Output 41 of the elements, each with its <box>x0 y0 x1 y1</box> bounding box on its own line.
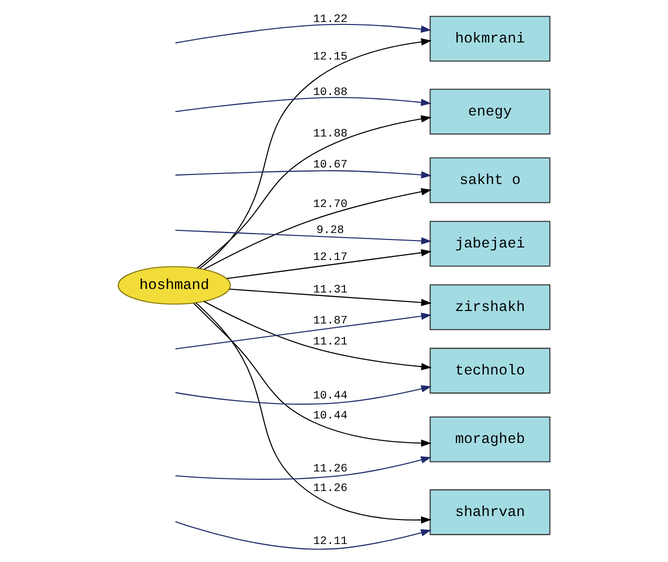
edge-label: 10.67 <box>313 158 348 172</box>
edge-label: 11.31 <box>313 283 348 296</box>
edge-label: 12.70 <box>313 198 348 212</box>
edge-label: 12.17 <box>313 251 348 264</box>
edge-label: 10.44 <box>313 409 348 422</box>
arrow <box>204 188 432 270</box>
arrow <box>175 312 432 350</box>
node-box: shahrvan <box>430 489 550 536</box>
node-box: sakht o <box>430 157 550 204</box>
arrow <box>193 303 432 447</box>
edge-label: 9.28 <box>316 224 344 238</box>
arrow <box>230 288 432 306</box>
node-box: hokmrani <box>430 16 550 62</box>
node-box: technolo <box>430 348 550 394</box>
arrow <box>175 170 432 179</box>
arrow <box>175 230 432 244</box>
edge-label: 12.15 <box>313 50 348 64</box>
node-box: moragheb <box>430 416 550 462</box>
node-box: jabejaei <box>430 220 550 267</box>
arrow <box>196 302 432 524</box>
edge-label: 11.21 <box>313 335 348 348</box>
arrow <box>175 97 432 112</box>
edge-label: 11.26 <box>313 482 348 496</box>
edge-label: 11.22 <box>313 12 348 26</box>
edge-label: 12.11 <box>313 535 348 548</box>
edge-label: 10.44 <box>313 390 348 403</box>
arrow <box>196 115 432 268</box>
edge-label: 11.87 <box>313 314 348 328</box>
arrow <box>175 456 432 480</box>
arrow <box>175 24 432 44</box>
arrow <box>226 249 432 280</box>
node-ellipse: hoshmand <box>118 266 231 305</box>
edge-label: 11.26 <box>313 462 348 476</box>
arrow <box>175 521 432 550</box>
edge-label: 11.88 <box>313 127 348 140</box>
edge-label: 10.88 <box>313 86 348 99</box>
arrow <box>204 300 432 370</box>
node-box: enegy <box>430 88 550 134</box>
arrow <box>175 385 432 405</box>
node-box: zirshakh <box>430 284 550 330</box>
arrow <box>199 38 432 269</box>
